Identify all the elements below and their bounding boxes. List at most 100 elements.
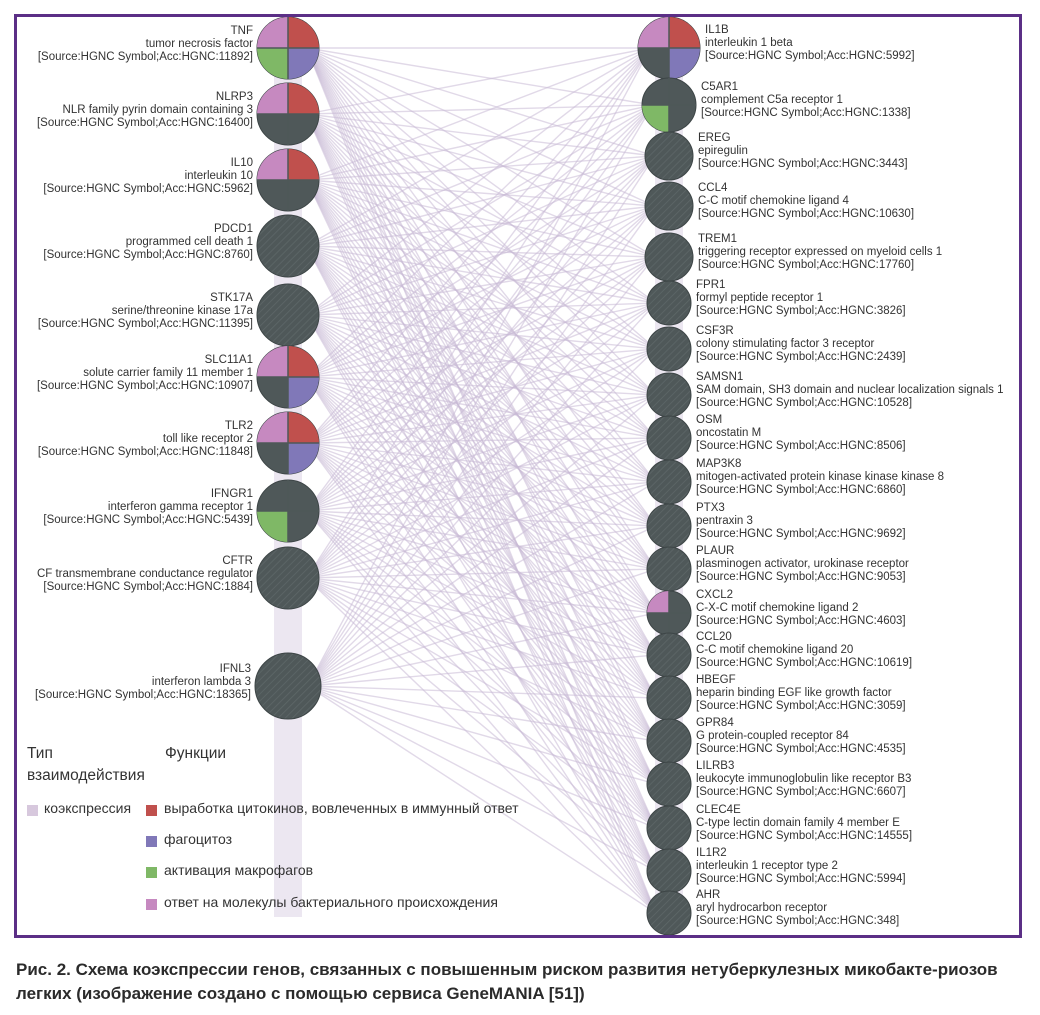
coexpression-edge [305, 179, 657, 914]
gene-circle[interactable] [644, 232, 694, 282]
coexpression-edge [306, 179, 657, 742]
gene-circle[interactable] [644, 131, 694, 181]
gene-source: [Source:HGNC Symbol;Acc:HGNC:17760] [698, 259, 914, 271]
gene-circle[interactable] [646, 761, 692, 807]
coexpression-edge [307, 348, 657, 687]
gene-source: [Source:HGNC Symbol;Acc:HGNC:5994] [696, 873, 906, 885]
gene-circle[interactable] [646, 372, 692, 418]
coexpression-edge [307, 685, 656, 785]
gene-source: [Source:HGNC Symbol;Acc:HGNC:11848] [38, 446, 253, 458]
function-segment-bacterial [257, 346, 288, 377]
gene-symbol: GPR84 [696, 717, 734, 729]
gene-circle[interactable] [646, 805, 692, 851]
gene-circle[interactable] [646, 718, 692, 764]
function-segment-bacterial [257, 17, 288, 48]
legend-swatch-bacterial [146, 899, 157, 910]
coexpression-edge [306, 245, 657, 396]
gene-circle[interactable] [646, 675, 692, 721]
gene-circle[interactable] [256, 283, 320, 347]
gene-circle[interactable] [646, 890, 692, 935]
gene-source: [Source:HGNC Symbol;Acc:HGNC:2439] [696, 351, 906, 363]
gene-name: C-X-C motif chemokine ligand 2 [696, 602, 858, 614]
coexpression-edge [306, 376, 657, 656]
coexpression-edge [306, 104, 653, 115]
gene-symbol: CLEC4E [696, 804, 741, 816]
coexpression-edge [306, 394, 656, 444]
function-segment-bacterial [257, 149, 288, 180]
gene-source: [Source:HGNC Symbol;Acc:HGNC:18365] [35, 689, 251, 701]
coexpression-edge [305, 113, 657, 785]
legend-label-phagocytosis: фагоцитоз [164, 831, 233, 847]
gene-symbol: IL10 [231, 157, 253, 169]
gene-source: [Source:HGNC Symbol;Acc:HGNC:8760] [43, 249, 253, 261]
gene-symbol: LILRB3 [696, 760, 734, 772]
gene-circle[interactable] [256, 214, 320, 278]
gene-name: serine/threonine kinase 17a [112, 305, 254, 317]
gene-symbol: NLRP3 [216, 91, 253, 103]
gene-circle[interactable] [646, 632, 692, 678]
gene-circle[interactable] [644, 181, 694, 231]
coexpression-edge [306, 510, 657, 872]
gene-name: formyl peptide receptor 1 [696, 292, 823, 304]
gene-name: interleukin 1 beta [705, 37, 793, 49]
gene-source: [Source:HGNC Symbol;Acc:HGNC:348] [696, 915, 899, 927]
coexpression-edge [306, 205, 656, 579]
function-segment-macrophage [642, 105, 669, 132]
gene-circle[interactable] [256, 546, 320, 610]
coexpression-edge [307, 685, 656, 742]
coexpression-edge [305, 113, 657, 742]
gene-circle[interactable] [646, 415, 692, 461]
gene-source: [Source:HGNC Symbol;Acc:HGNC:3059] [696, 700, 906, 712]
coexpression-edge [306, 205, 655, 247]
gene-circle[interactable] [254, 652, 322, 720]
gene-symbol: FPR1 [696, 279, 725, 291]
coexpression-edge [306, 104, 654, 316]
coexpression-edge [307, 685, 657, 872]
gene-circle[interactable] [646, 459, 692, 505]
coexpression-edge [306, 47, 651, 316]
gene-name: C-C motif chemokine ligand 4 [698, 195, 849, 207]
coexpression-edge [307, 394, 657, 687]
gene-circle[interactable] [646, 326, 692, 372]
gene-circle[interactable] [646, 503, 692, 549]
gene-circle[interactable] [646, 546, 692, 592]
coexpression-edge [306, 510, 657, 785]
gene-name: toll like receptor 2 [163, 433, 253, 445]
coexpression-edge [306, 376, 657, 570]
gene-circle[interactable] [646, 848, 692, 894]
gene-circle[interactable] [646, 280, 692, 326]
gene-symbol: IL1B [705, 24, 729, 36]
coexpression-edge [306, 179, 655, 207]
coexpression-edge [306, 510, 657, 742]
